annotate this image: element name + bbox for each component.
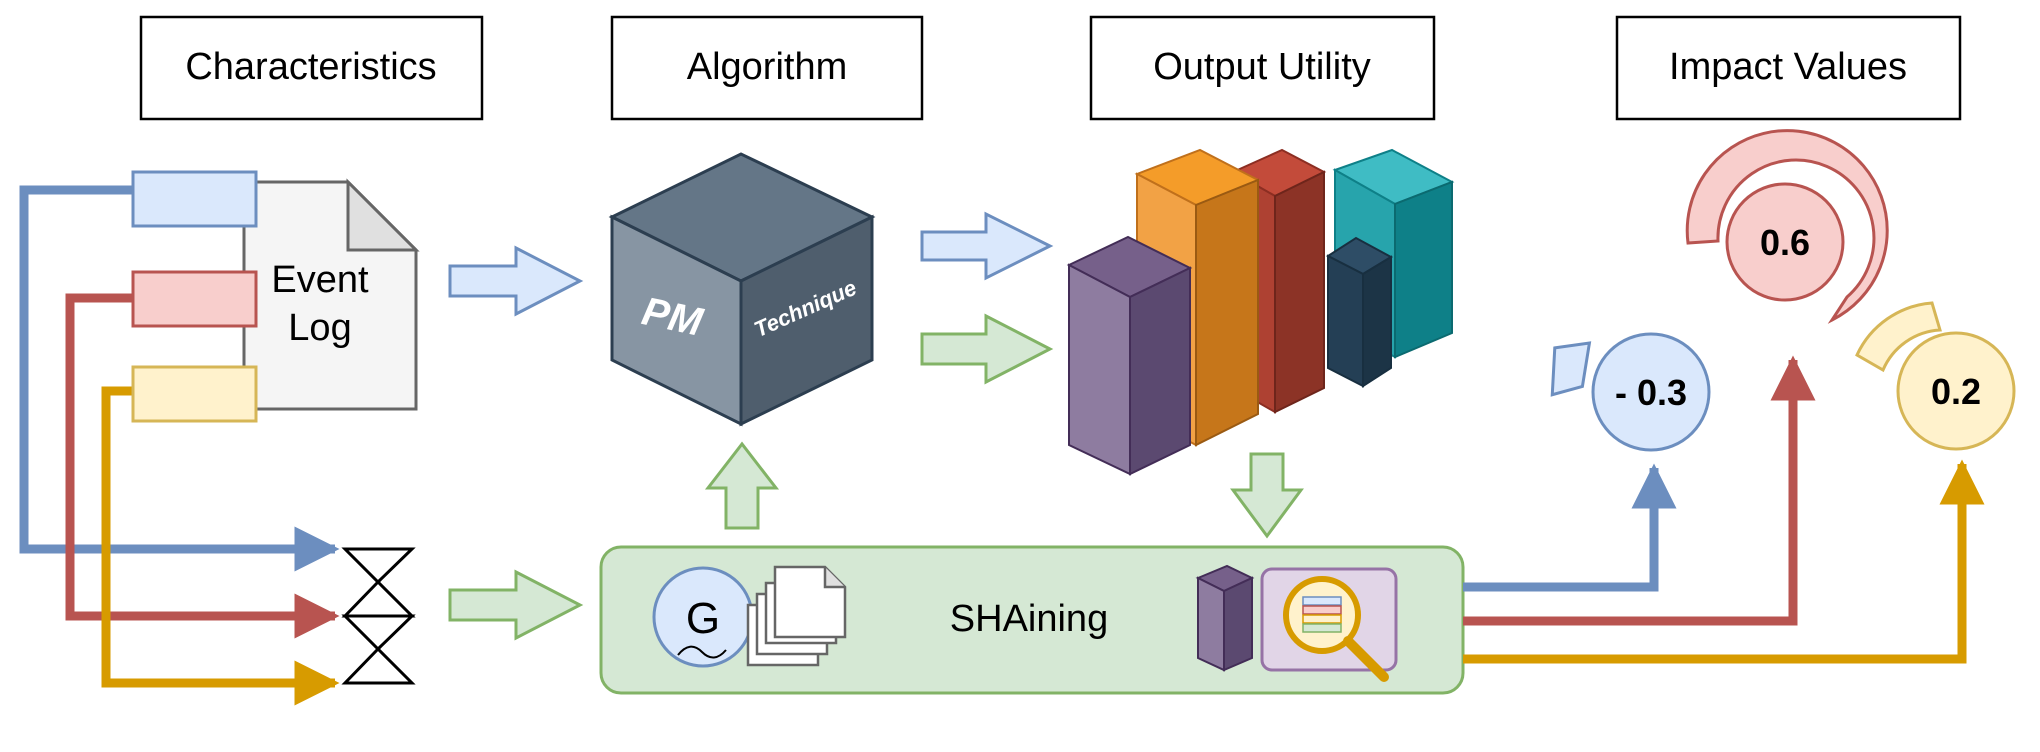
arrow-shaining-to-algorithm	[704, 441, 780, 530]
documents-stack-icon	[746, 565, 847, 667]
impact-value-high: 0.6	[1685, 129, 1889, 324]
characteristic-flow-lines	[19, 185, 340, 706]
g-symbol: G	[686, 594, 720, 643]
shaining-label: SHAining	[950, 598, 1108, 640]
output-utility-bar-chart-icon	[1066, 148, 1455, 476]
impact-flow-lines	[1463, 355, 1985, 664]
header-characteristics: Characteristics	[139, 15, 484, 121]
mini-bar-icon	[1195, 564, 1255, 672]
shaining-module: G SHAining	[599, 545, 1465, 695]
header-algorithm-label: Algorithm	[687, 46, 848, 88]
header-characteristics-label: Characteristics	[185, 46, 436, 88]
characteristic-box-yellow	[131, 365, 258, 423]
impact-value-label-3: 0.2	[1931, 371, 1981, 412]
arrow-triangles-to-shaining	[448, 569, 584, 641]
impact-value-negative: - 0.3	[1550, 332, 1711, 452]
characteristic-box-blue	[131, 170, 258, 228]
impact-value-low: 0.2	[1855, 301, 2016, 451]
blue-characteristic-line	[19, 185, 340, 572]
impact-value-label-2: 0.6	[1760, 222, 1810, 263]
g-wave-icon	[677, 645, 727, 659]
magnifier-icon	[1283, 576, 1389, 682]
yellow-impact-line	[1463, 459, 1985, 664]
arrow-eventlog-to-algorithm	[448, 245, 584, 317]
header-output-utility-label: Output Utility	[1153, 46, 1371, 88]
characteristic-box-red	[131, 270, 258, 328]
impact-gauge-arc-blue	[1550, 341, 1592, 397]
arrow-algorithm-to-output-blue	[920, 211, 1054, 281]
red-characteristic-line	[65, 293, 340, 639]
red-impact-line	[1463, 355, 1816, 626]
impact-gauge-arc-yellow	[1855, 301, 1942, 373]
header-output-utility: Output Utility	[1089, 15, 1436, 121]
arrow-algorithm-to-output-green	[920, 313, 1054, 385]
impact-gauge-arc-red	[1685, 129, 1889, 324]
header-impact-values: Impact Values	[1615, 15, 1962, 121]
yellow-characteristic-line	[101, 386, 340, 706]
pm-technique-cube: PM Technique	[608, 152, 876, 427]
event-log-line2: Log	[288, 307, 351, 349]
impact-value-label-1: - 0.3	[1615, 372, 1687, 413]
event-log-line1: Event	[271, 259, 369, 301]
header-impact-values-label: Impact Values	[1669, 46, 1907, 88]
arrow-output-to-shaining	[1230, 452, 1304, 539]
blue-impact-line	[1463, 463, 1677, 592]
header-algorithm: Algorithm	[610, 15, 924, 121]
event-log-document: Event Log	[242, 178, 420, 411]
characteristic-triangles	[341, 547, 416, 685]
